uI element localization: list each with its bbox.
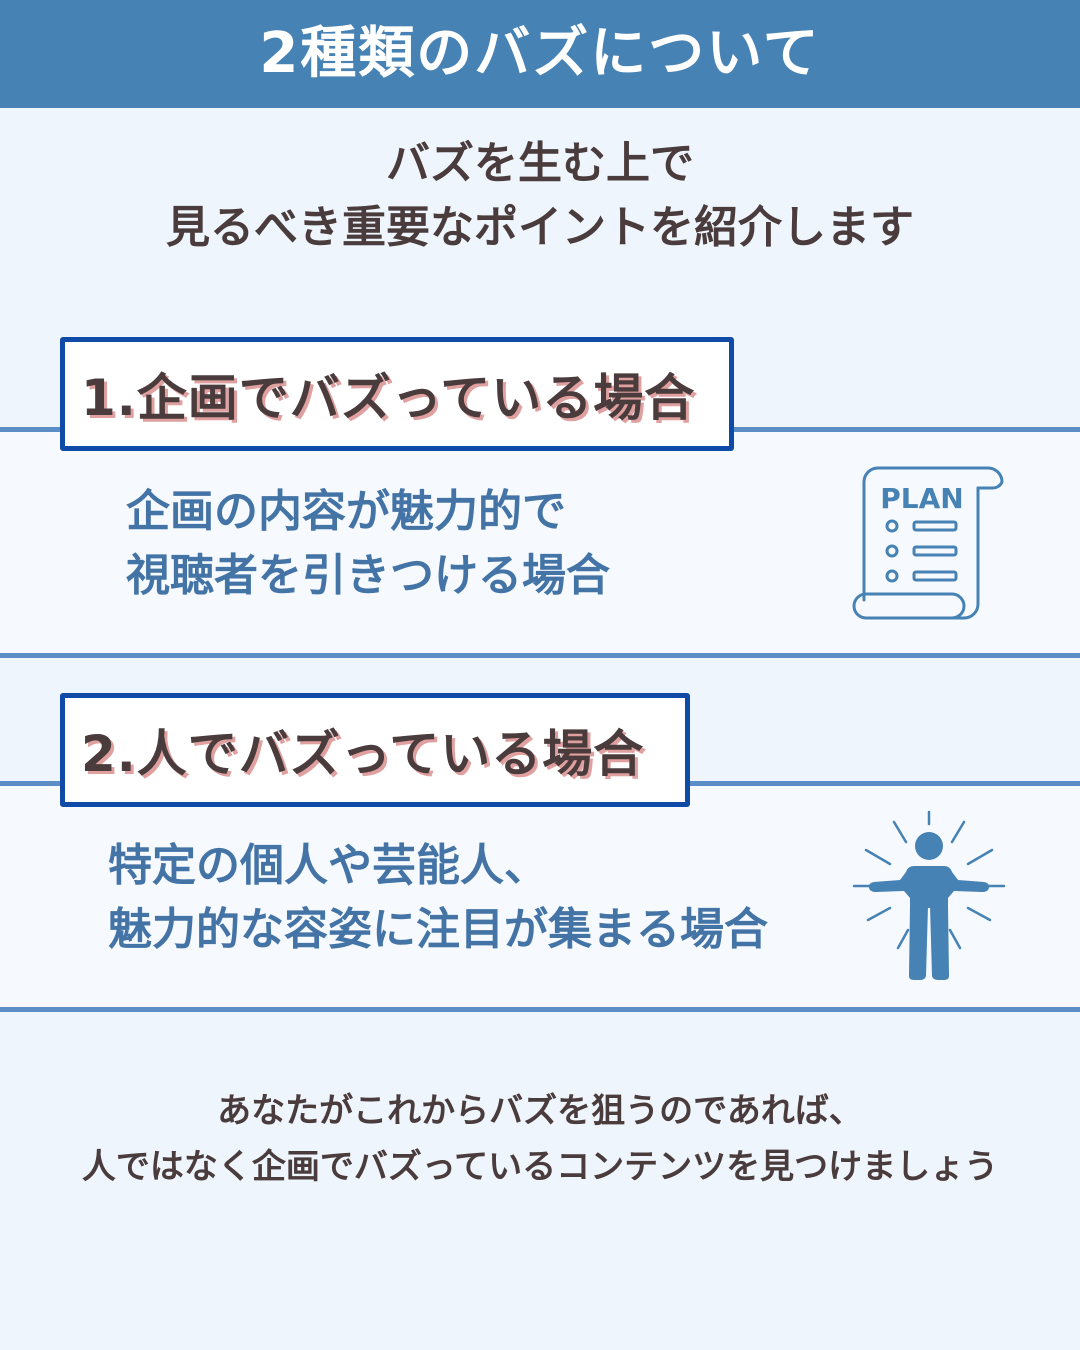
section-label-1: 1.企画でバズっている場合: [81, 369, 696, 427]
intro-line-1: バズを生む上で: [386, 138, 694, 189]
section-description-1: 企画の内容が魅力的で 視聴者を引きつける場合: [126, 480, 610, 608]
section-2-desc-line-1: 特定の個人や芸能人、: [108, 840, 548, 891]
section-label-2: 2.人でバズっている場合: [81, 725, 645, 783]
intro-text: バズを生む上で 見るべき重要なポイントを紹介します: [0, 132, 1080, 260]
section-band-2: [0, 781, 1080, 1012]
page-title: 2種類のバズについて: [259, 21, 821, 86]
section-1-desc-line-2: 視聴者を引きつける場合: [126, 550, 610, 601]
section-description-2: 特定の個人や芸能人、 魅力的な容姿に注目が集まる場合: [108, 834, 768, 962]
plan-document-icon: PLAN: [852, 466, 1004, 620]
closing-text: あなたがこれからバズを狙うのであれば、 人ではなく企画でバズっているコンテンツを…: [0, 1083, 1080, 1195]
section-1-desc-line-1: 企画の内容が魅力的で: [126, 486, 566, 537]
section-2-desc-line-2: 魅力的な容姿に注目が集まる場合: [108, 904, 768, 955]
intro-line-2: 見るべき重要なポイントを紹介します: [166, 202, 914, 253]
closing-line-2: 人ではなく企画でバズっているコンテンツを見つけましょう: [81, 1147, 999, 1187]
section-label-box-2: 2.人でバズっている場合: [60, 693, 690, 807]
closing-line-1: あなたがこれからバズを狙うのであれば、: [217, 1091, 863, 1131]
header-bar: 2種類のバズについて: [0, 0, 1080, 108]
section-label-box-1: 1.企画でバズっている場合: [60, 337, 734, 451]
person-radiating-icon: [852, 810, 1006, 980]
plan-icon-text: PLAN: [880, 482, 963, 515]
